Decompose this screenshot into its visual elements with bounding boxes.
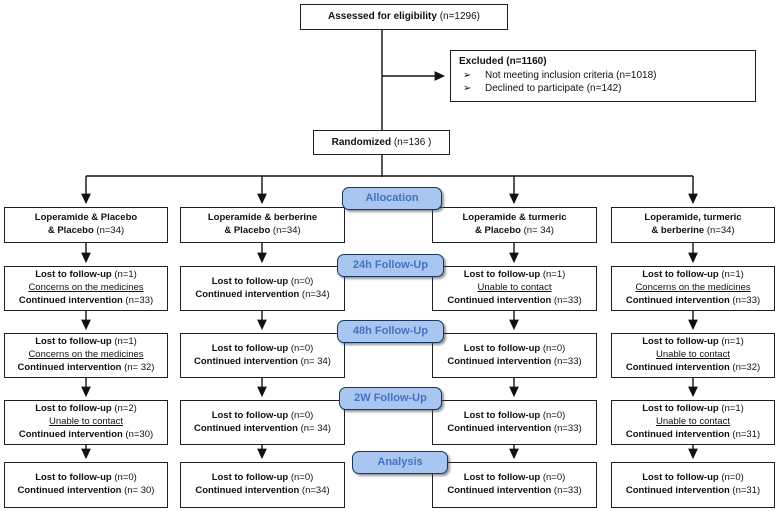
badge-allocation: Allocation [342,187,442,210]
dropout-reason: Unable to contact [656,349,730,361]
dropout-reason: Unable to contact [49,416,123,428]
badge-24h-follow-up: 24h Follow-Up [337,254,444,277]
analysis-box-arm3: Lost to follow-up (n=0) Continued interv… [432,462,597,508]
excluded-n: (n=1160) [503,56,547,67]
assessed-label: Assessed for eligibility [327,11,437,23]
followup48-box-arm3: Lost to follow-up (n=0) Continued interv… [432,333,597,378]
analysis-box-arm1: Lost to follow-up (n=0) Continued interv… [4,462,168,508]
followup48-box-arm4: Lost to follow-up (n=1) Unable to contac… [611,333,775,378]
excluded-item: ➢Declined to participate (n=142) [463,83,622,94]
excluded-title: Excluded [459,56,504,67]
followup2w-box-arm3: Lost to follow-up (n=0) Continued interv… [432,400,597,445]
analysis-box-arm4: Lost to follow-up (n=0) Continued interv… [611,462,775,508]
followup48-box-arm2: Lost to follow-up (n=0) Continued interv… [180,333,345,378]
followup48-box-arm1: Lost to follow-up (n=1) Concerns on the … [4,333,168,378]
followup24-box-arm3: Lost to follow-up (n=1) Unable to contac… [432,266,597,311]
dropout-reason: Unable to contact [656,416,730,428]
allocation-box-arm4: Loperamide, turmeric & berberine (n=34) [611,207,775,243]
followup2w-box-arm2: Lost to follow-up (n=0) Continued interv… [180,400,345,445]
randomized-n: (n=136 ) [391,136,432,148]
allocation-box-arm3: Loperamide & turmeric & Placebo (n= 34) [432,207,597,243]
analysis-box-arm2: Lost to follow-up (n=0) Continued interv… [180,462,345,508]
assessed-box: Assessed for eligibility (n=1296) [300,4,508,30]
arrow-bullet-icon: ➢ [463,69,472,81]
badge-analysis: Analysis [352,451,448,474]
followup2w-box-arm4: Lost to follow-up (n=1) Unable to contac… [611,400,775,445]
followup24-box-arm4: Lost to follow-up (n=1) Concerns on the … [611,266,775,311]
assessed-n: (n=1296) [436,11,481,23]
allocation-box-arm2: Loperamide & berberine & Placebo (n=34) [180,207,345,243]
followup24-box-arm1: Lost to follow-up (n=1) Concerns on the … [4,266,168,311]
randomized-box: Randomized (n=136 ) [313,130,450,155]
arrow-bullet-icon: ➢ [463,83,472,94]
dropout-reason: Unable to contact [477,282,552,294]
followup24-box-arm2: Lost to follow-up (n=0) Continued interv… [180,266,345,311]
randomized-label: Randomized [331,136,392,148]
allocation-box-arm1: Loperamide & Placebo & Placebo (n=34) [4,207,168,243]
excluded-box: Excluded (n=1160) ➢Not meeting inclusion… [450,50,756,102]
dropout-reason: Concerns on the medicines [28,349,144,361]
dropout-reason: Concerns on the medicines [635,282,751,294]
followup2w-box-arm1: Lost to follow-up (n=2) Unable to contac… [4,400,168,445]
badge-48h-follow-up: 48h Follow-Up [337,320,444,343]
badge-2w-follow-up: 2W Follow-Up [339,387,442,410]
dropout-reason: Concerns on the medicines [28,282,144,294]
excluded-item: ➢Not meeting inclusion criteria (n=1018) [463,69,657,81]
